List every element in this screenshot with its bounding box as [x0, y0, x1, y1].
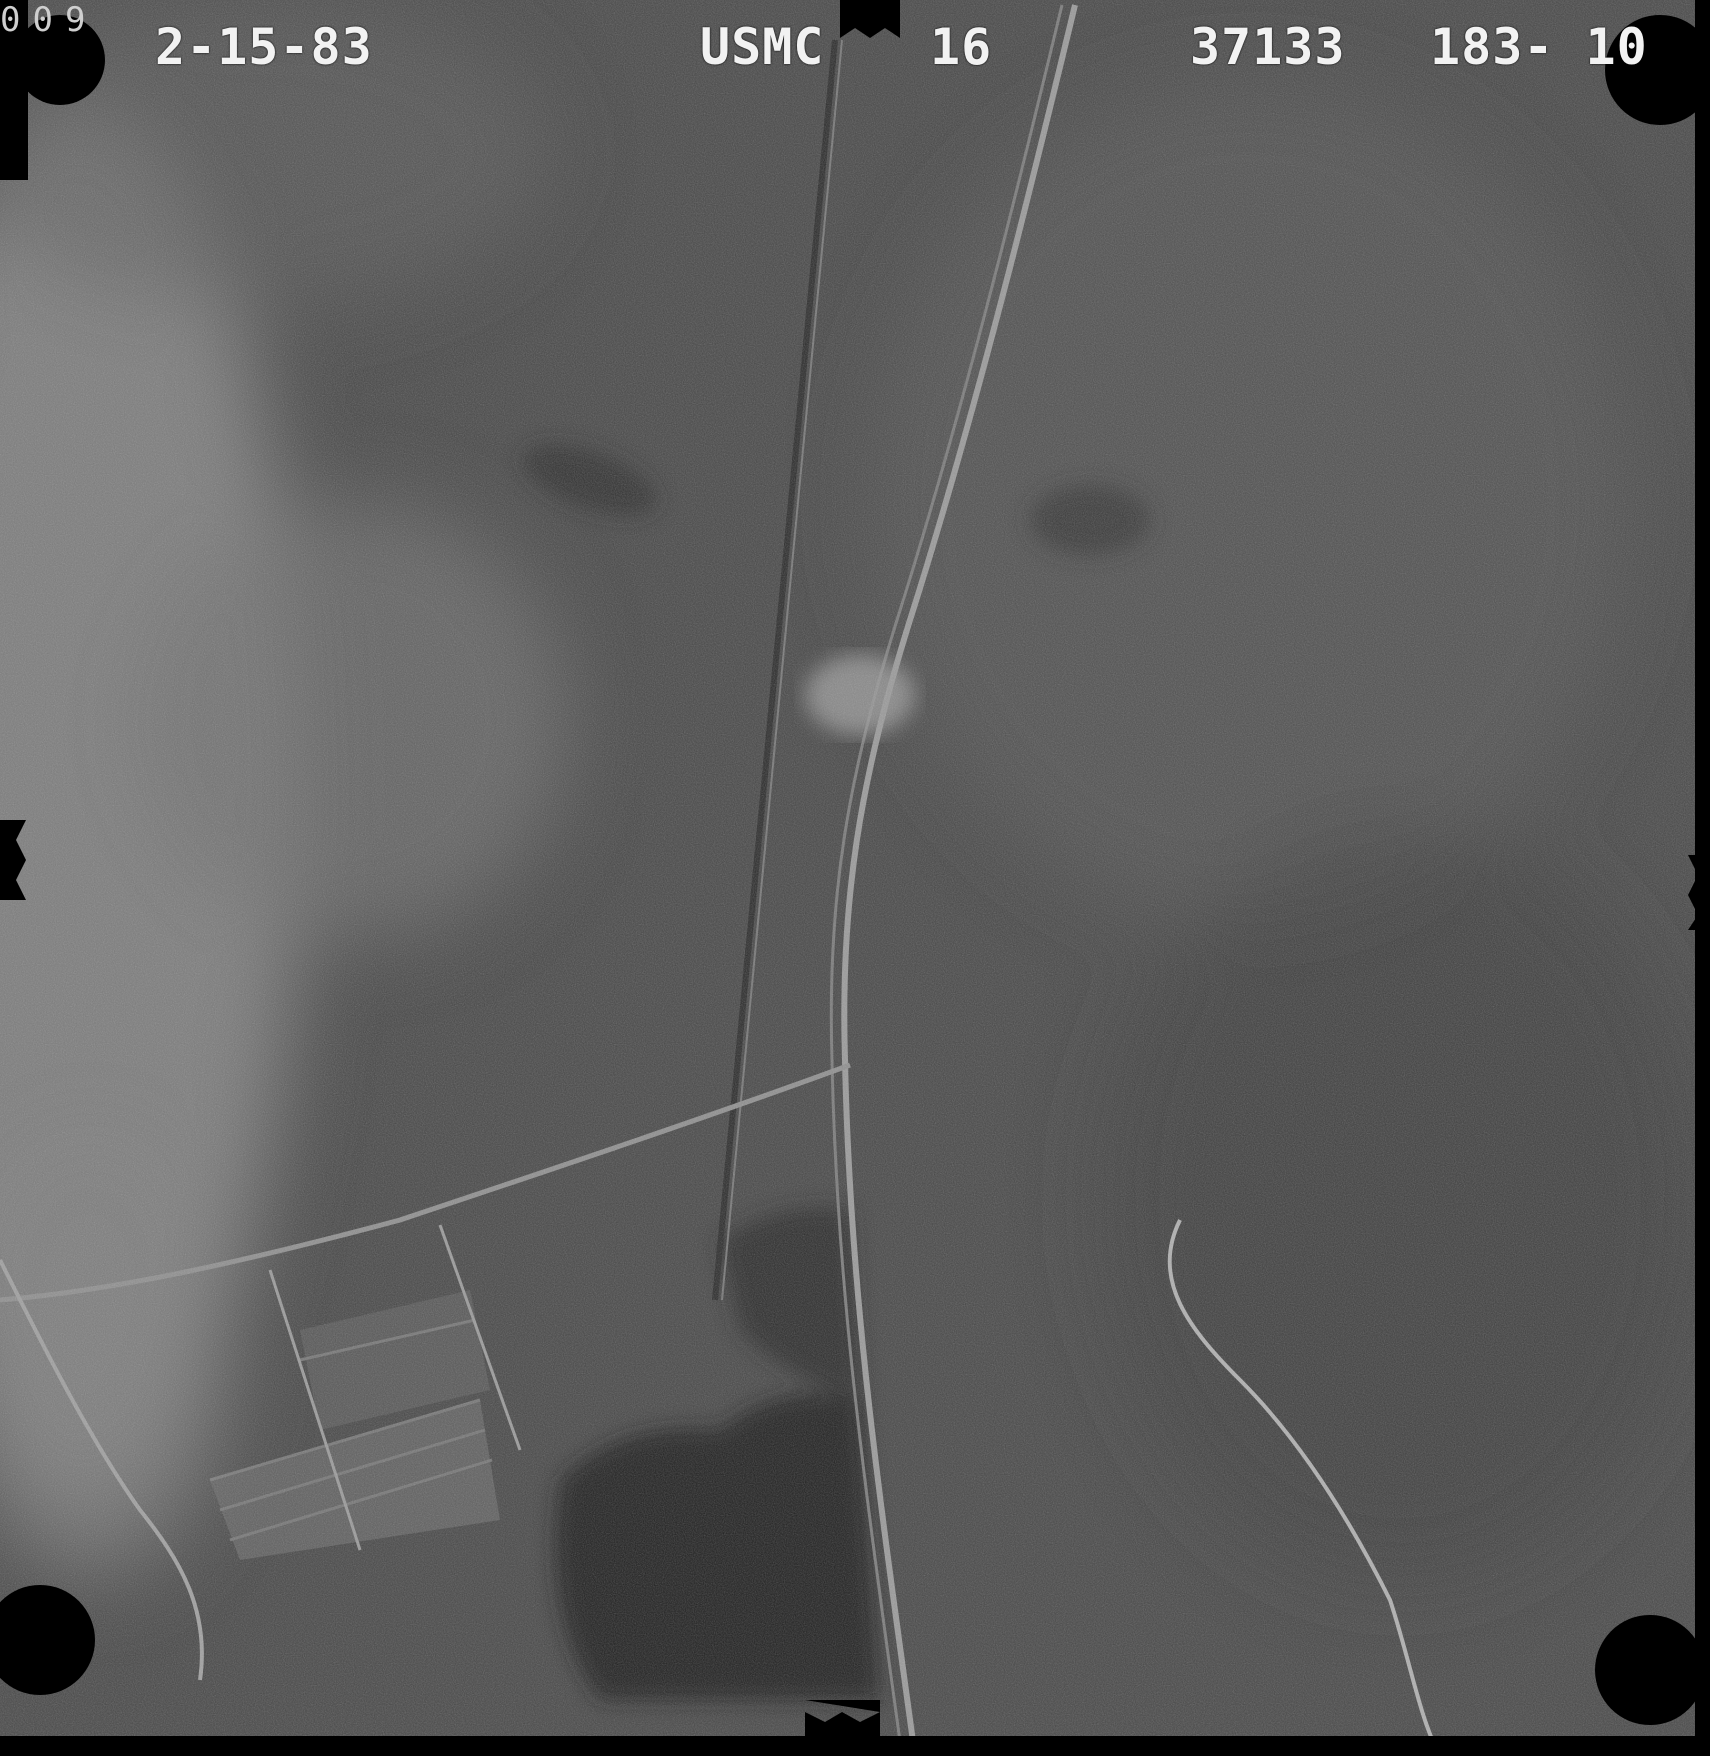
- flight-line-annotation: 183- 10: [1430, 18, 1648, 76]
- frame-number-annotation: 16: [930, 18, 993, 76]
- agency-annotation: USMC: [700, 18, 825, 76]
- roll-number-annotation: 37133: [1190, 18, 1346, 76]
- frame-counter: 009: [0, 0, 98, 40]
- date-annotation: 2-15-83: [155, 18, 373, 76]
